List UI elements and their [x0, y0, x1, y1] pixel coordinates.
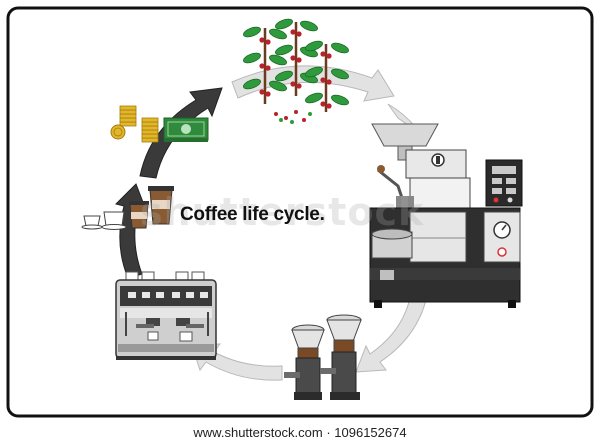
- watermark-text: shutterstock: [140, 190, 425, 234]
- diagram-title: Coffee life cycle.: [180, 204, 325, 225]
- arrow-segment-3: [355, 297, 427, 373]
- roaster-machine-icon: [369, 123, 523, 308]
- image-credit: www.shutterstock.com · 1096152674: [0, 422, 600, 444]
- arrow-segment-6: [139, 87, 223, 179]
- money-icon: [110, 105, 209, 143]
- coffee-grinder-icon: [284, 314, 362, 400]
- coffee-cups-icon: [81, 186, 174, 230]
- coffee-plant-icon: [243, 18, 349, 124]
- espresso-machine-icon: [115, 271, 217, 360]
